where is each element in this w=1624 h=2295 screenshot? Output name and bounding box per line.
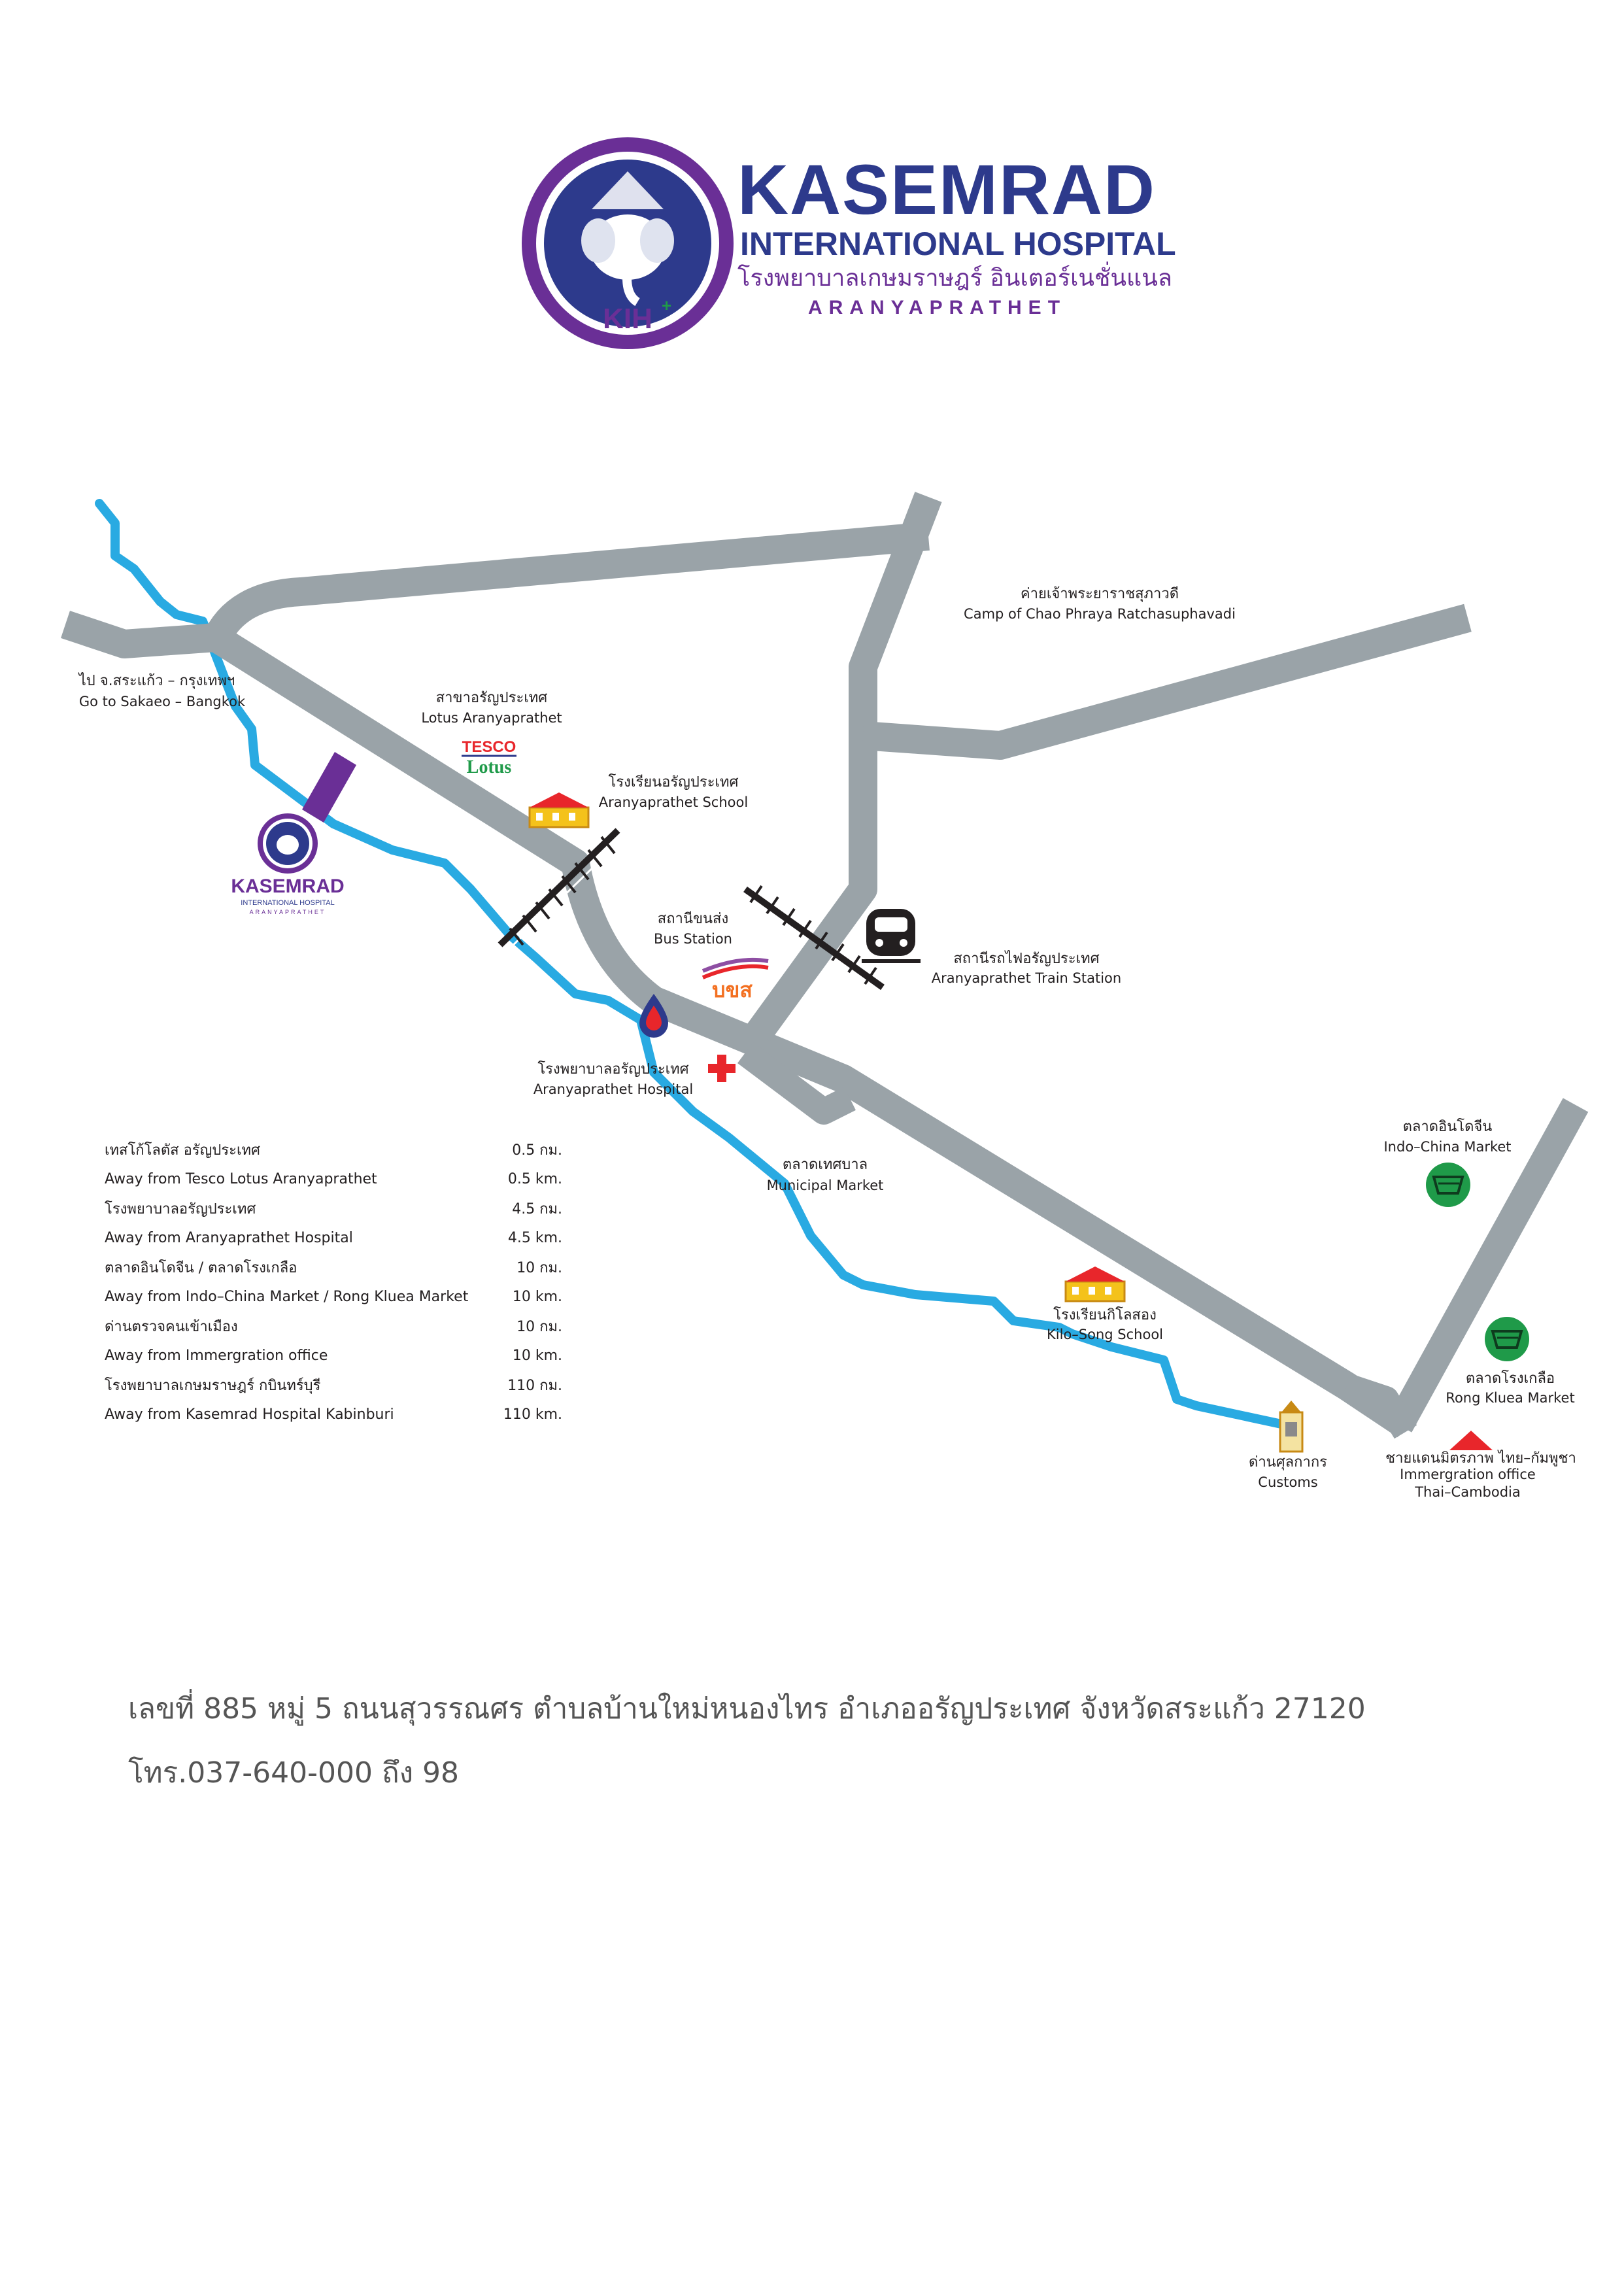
road-upper-loop [202,522,930,647]
address-line: เลขที่ 885 หมู่ 5 ถนนสุวรรณศร ตำบลบ้านให… [128,1692,1366,1726]
distance-th-value: 110 กม. [507,1378,562,1394]
label-kilo-en: Kilo–Song School [1047,1327,1163,1342]
label-camp-en: Camp of Chao Phraya Ratchasuphavadi [964,606,1236,622]
label-sakaeo-en: Go to Sakaeo – Bangkok [79,694,246,709]
distance-th: ตลาดอินโดจีน / ตลาดโรงเกลือ [105,1260,297,1276]
location-map: KASEMRAD INTERNATIONAL HOSPITAL ARANYAPR… [61,492,1589,1500]
brand-title: KASEMRAD [737,150,1157,229]
distance-item: โรงพยาบาลเกษมราษฎร์ กบินทร์บุรี 110 กม. A… [105,1372,562,1431]
label-municipal-th: ตลาดเทศบาล [783,1157,868,1173]
brand-thai-name: โรงพยาบาลเกษมราษฎร์ อินเตอร์เนชั่นแนล [737,265,1172,292]
distance-en: Away from Kasemrad Hospital Kabinburi [105,1406,394,1423]
address-block: เลขที่ 885 หมู่ 5 ถนนสุวรรณศร ตำบลบ้านให… [128,1677,1566,1805]
label-camp-th: ค่ายเจ้าพระยาราชสุภาวดี [1021,586,1179,602]
label-bus-en: Bus Station [654,931,732,947]
distance-en: Away from Indo–China Market / Rong Kluea… [105,1289,469,1305]
distance-item: ตลาดอินโดจีน / ตลาดโรงเกลือ 10 กม. Away f… [105,1254,562,1313]
road-border [1386,1098,1589,1433]
railway [498,828,885,991]
railway-ties-west [509,836,616,946]
market-cart-icon [1485,1317,1529,1361]
kasemrad-access-road [302,752,356,823]
distance-en-value: 10 km. [512,1289,562,1305]
label-indochina-en: Indo–China Market [1383,1139,1511,1155]
label-border-th: ชายแดนมิตรภาพ ไทย–กัมพูชา [1385,1450,1576,1467]
label-municipal-en: Municipal Market [767,1178,884,1193]
bus-station-logo: บขส [702,957,769,1002]
map-logo-name: KASEMRAD [231,876,344,897]
label-customs-en: Customs [1258,1474,1317,1490]
elephant-icon [277,835,299,855]
header-logo-graphic: KIH + [522,137,734,349]
label-sakaeo-th: ไป จ.สระแก้ว – กรุงเทพฯ [78,672,235,689]
label-bus-th: สถานีขนส่ง [658,911,728,927]
map-logo-subtitle: INTERNATIONAL HOSPITAL [241,899,334,907]
distance-en-value: 10 km. [512,1348,562,1364]
brand-location: ARANYAPRATHET [808,297,1067,318]
plus-icon: + [662,296,671,315]
border-flag-icon [1449,1431,1493,1450]
label-school-th: โรงเรียนอรัญประเทศ [609,774,739,790]
label-school-en: Aranyaprathet School [599,794,748,810]
school-icon [528,792,590,828]
label-hospital-en: Aranyaprathet Hospital [533,1081,693,1097]
distance-item: เทสโก้โลตัส อรัญประเทศ 0.5 กม. Away from … [105,1136,562,1195]
distance-en: Away from Tesco Lotus Aranyaprathet [105,1171,377,1187]
distance-th-value: 10 กม. [516,1260,562,1276]
distance-en: Away from Aranyaprathet Hospital [105,1230,353,1246]
header: KIH + KASEMRAD INTERNATIONAL HOSPITAL โร… [0,0,1624,366]
svg-text:Lotus: Lotus [467,757,512,777]
distance-en: Away from Immergration office [105,1348,328,1364]
train-icon [862,909,921,963]
distance-th-value: 4.5 กม. [512,1201,562,1217]
tesco-lotus-logo: TESCO Lotus [462,738,516,777]
distance-th: โรงพยาบาลเกษมราษฎร์ กบินทร์บุรี [105,1378,321,1394]
label-train-en: Aranyaprathet Train Station [932,970,1121,986]
label-border-en2: Thai–Cambodia [1414,1484,1521,1500]
road-municipal [737,1042,856,1125]
label-border-en1: Immergration office [1400,1467,1536,1482]
emblem-mark: KIH [603,303,652,335]
distance-table: เทสโก้โลตัส อรัญประเทศ 0.5 กม. Away from … [105,1136,562,1431]
label-train-th: สถานีรถไฟอรัญประเทศ [953,950,1099,967]
school-icon [1064,1266,1126,1302]
distance-item: โรงพยาบาลอรัญประเทศ 4.5 กม. Away from Ara… [105,1195,562,1254]
label-lotus-en: Lotus Aranyaprathet [421,710,562,726]
distance-en-value: 4.5 km. [507,1230,562,1246]
road-airport-connector [747,492,942,1042]
svg-text:บขส: บขส [712,978,753,1002]
kih-emblem: KIH + [522,137,734,349]
hospital-cross-icon [708,1055,736,1082]
river [95,499,1286,1429]
kasemrad-map-marker: KASEMRAD INTERNATIONAL HOSPITAL ARANYAPR… [231,813,345,915]
label-hospital-th: โรงพยาบาลอรัญประเทศ [537,1061,688,1078]
label-indochina-th: ตลาดอินโดจีน [1403,1118,1493,1135]
road-camp [862,604,1472,760]
map-logo-location: ARANYAPRATHET [250,909,326,915]
brand-subtitle: INTERNATIONAL HOSPITAL [740,226,1176,262]
customs-icon [1279,1401,1304,1453]
emblem-crown-icon [592,171,664,209]
label-customs-th: ด่านศุลกากร [1249,1454,1327,1470]
label-rongkluea-th: ตลาดโรงเกลือ [1466,1370,1555,1387]
distance-th: ด่านตรวจคนเข้าเมือง [105,1319,238,1335]
svg-text:TESCO: TESCO [462,738,516,756]
market-cart-icon [1426,1163,1470,1207]
map-labels: ไป จ.สระแก้ว – กรุงเทพฯ Go to Sakaeo – B… [78,586,1576,1500]
distance-th-value: 0.5 กม. [512,1142,562,1159]
distance-th: เทสโก้โลตัส อรัญประเทศ [105,1142,260,1159]
distance-th-value: 10 กม. [516,1319,562,1335]
label-lotus-th: สาขาอรัญประเทศ [436,690,548,706]
distance-en-value: 110 km. [503,1406,562,1423]
distance-item: ด่านตรวจคนเข้าเมือง 10 กม. Away from Imme… [105,1313,562,1372]
gas-station-icon [639,994,668,1038]
distance-th: โรงพยาบาลอรัญประเทศ [105,1201,256,1217]
road-border-tail [1342,1374,1417,1439]
phone-line: โทร.037-640-000 ถึง 98 [128,1756,460,1790]
label-rongkluea-en: Rong Kluea Market [1446,1390,1574,1406]
distance-en-value: 0.5 km. [507,1171,562,1187]
label-kilo-th: โรงเรียนกิโลสอง [1053,1306,1157,1323]
railway-ties-east [749,885,877,985]
